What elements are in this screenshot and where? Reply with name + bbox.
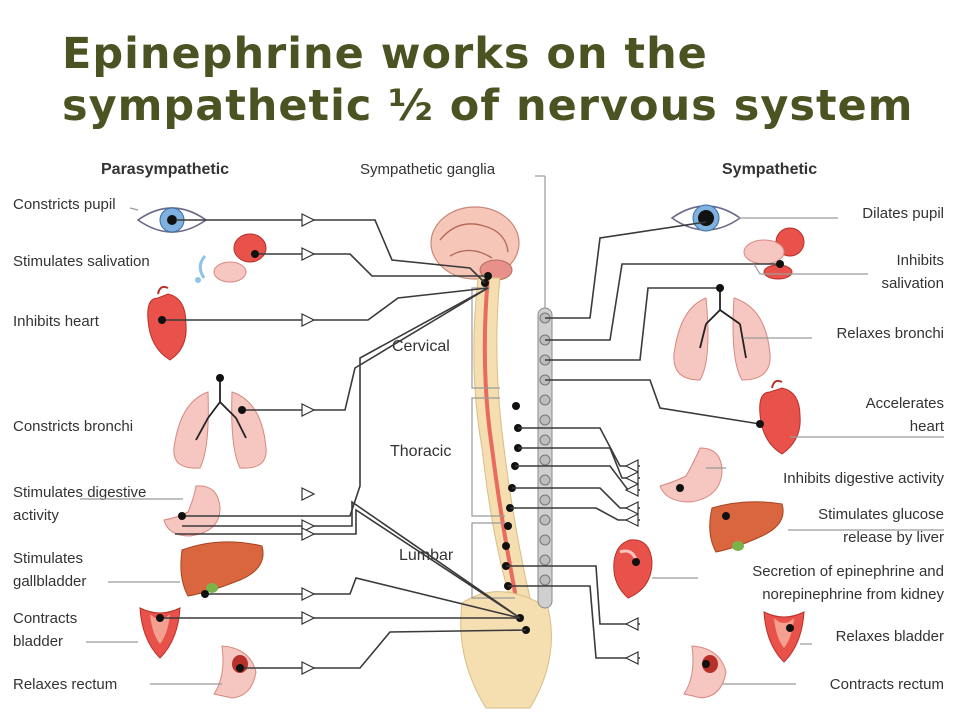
para-bladder-label-1: Contracts [13, 610, 77, 627]
lungs-illustration-right [673, 288, 771, 381]
rectum-illustration-left [213, 645, 257, 699]
rectum-illustration-right [683, 645, 727, 699]
symp-kidney-label-1: Secretion of epinephrine and [752, 563, 944, 580]
symp-heart-label-2: heart [910, 418, 945, 435]
slide-title: Epinephrine works on the sympathetic ½ o… [62, 29, 914, 131]
sympathetic-chain [535, 175, 553, 609]
symp-bronchi-label: Relaxes bronchi [836, 325, 944, 342]
symp-heart-label-1: Accelerates [866, 395, 944, 412]
symp-glucose-label-1: Stimulates glucose [818, 506, 944, 523]
symp-salivation-label-1: Inhibits [896, 252, 944, 269]
para-digestive-label-1: Stimulates digestive [13, 484, 146, 501]
parasympathetic-organ-nodes [156, 216, 259, 672]
sympathetic-wires [506, 217, 944, 685]
symp-digestive-label: Inhibits digestive activity [783, 470, 944, 487]
lungs-illustration-left [173, 374, 267, 469]
para-gallbladder-label-1: Stimulates [13, 550, 83, 567]
region-thoracic-label: Thoracic [390, 443, 451, 460]
symp-bladder-label: Relaxes bladder [836, 628, 944, 645]
liver-illustration-left [180, 541, 264, 597]
bladder-illustration-left [139, 607, 181, 659]
symp-pupil-label: Dilates pupil [862, 205, 944, 222]
salivary-gland-illustration-left [195, 233, 267, 283]
heart-illustration-right [759, 379, 801, 455]
sympathetic-heading: Sympathetic [722, 161, 817, 178]
para-digestive-label-2: activity [13, 507, 59, 524]
salivary-gland-illustration-right [743, 227, 805, 280]
symp-rectum-label: Contracts rectum [830, 676, 944, 693]
region-cervical-label: Cervical [392, 338, 450, 355]
para-salivation-label: Stimulates salivation [13, 253, 150, 270]
parasympathetic-wires [80, 207, 527, 685]
bladder-illustration-right [763, 611, 805, 663]
nervous-system-diagram: Parasympathetic Sympathetic ganglia Symp… [13, 161, 945, 709]
para-rectum-label: Relaxes rectum [13, 676, 117, 693]
heart-illustration-left [147, 285, 187, 361]
spine-illustration [460, 275, 552, 709]
symp-kidney-label-2: norepinephrine from kidney [762, 586, 944, 603]
sympathetic-arrows [624, 459, 639, 665]
para-pupil-label: Constricts pupil [13, 196, 116, 213]
symp-glucose-label-2: release by liver [843, 529, 944, 546]
sympathetic-organ-nodes [632, 260, 794, 668]
para-heart-label: Inhibits heart [13, 313, 100, 330]
liver-illustration-right [709, 501, 784, 553]
stomach-illustration-right [659, 447, 723, 503]
eye-illustration-right [670, 204, 742, 232]
brain-illustration [430, 206, 520, 281]
symp-salivation-label-2: salivation [881, 275, 944, 292]
kidney-illustration-right [613, 539, 653, 599]
sympathetic-ganglia-heading: Sympathetic ganglia [360, 161, 496, 178]
parasympathetic-heading: Parasympathetic [101, 161, 229, 178]
para-bladder-label-2: bladder [13, 633, 63, 650]
para-gallbladder-label-2: gallbladder [13, 573, 86, 590]
parasympathetic-arrows [301, 213, 316, 675]
stomach-illustration-left [163, 485, 221, 537]
para-bronchi-label: Constricts bronchi [13, 418, 133, 435]
